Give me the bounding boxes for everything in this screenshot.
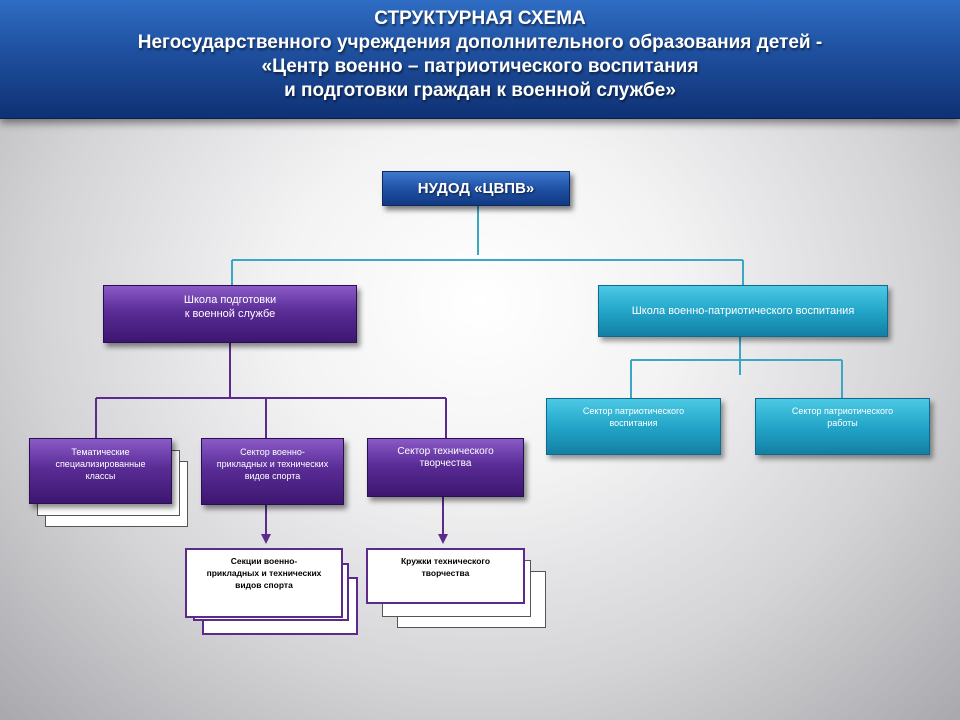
school-patriotic-node: Школа военно-патриотического воспитания — [598, 285, 888, 337]
sector-patriotic-work-node: Сектор патриотического работы — [755, 398, 930, 455]
purple-connectors — [95, 343, 447, 536]
root-node: НУДОД «ЦВПВ» — [382, 171, 570, 206]
sector-technical-node: Сектор технического творчества — [367, 438, 524, 497]
title-banner: СТРУКТУРНАЯ СХЕМА Негосударственного учр… — [0, 0, 960, 119]
sector-applied-sports-node: Сектор военно- прикладных и технических … — [201, 438, 344, 505]
applied-sports-arrowhead — [261, 534, 271, 544]
subtitle-line-1: Негосударственного учреждения дополнител… — [137, 32, 823, 53]
thematic-classes-node: Тематические специализированные классы — [29, 438, 172, 504]
sector-patriotic-education-node: Сектор патриотического воспитания — [546, 398, 721, 455]
technical-sector-arrowhead — [438, 534, 448, 544]
subtitle-line-3: и подготовки граждан к военной службе» — [284, 80, 676, 101]
school-military-node: Школа подготовки к военной службе — [103, 285, 357, 343]
technical-clubs-node: Кружки технического творчества — [366, 548, 525, 604]
subtitle-line-2: «Центр военно – патриотического воспитан… — [261, 56, 699, 77]
sections-applied-node: Секции военно- прикладных и технических … — [185, 548, 343, 618]
cyan-connectors — [231, 206, 843, 398]
diagram-title: СТРУКТУРНАЯ СХЕМА — [374, 8, 586, 29]
